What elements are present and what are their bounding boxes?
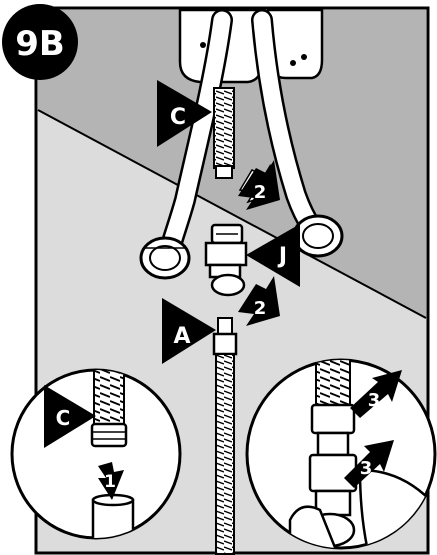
faucet-base <box>178 8 324 84</box>
arrow-3-bottom-label: 3 <box>360 458 373 479</box>
faucet-tail <box>213 87 235 179</box>
hose-nut-right <box>292 214 344 258</box>
callout-c-main: C <box>157 80 212 147</box>
callout-c-inset: C <box>44 385 96 448</box>
arrow-up-upper-label: 2 <box>254 182 267 203</box>
arrow-up-lower-label: 2 <box>254 298 267 319</box>
step-badge-label: 9B <box>15 24 65 64</box>
callout-j-label: J <box>277 244 287 269</box>
callout-c-main-label: C <box>170 105 186 130</box>
faucet-line-long <box>212 317 238 555</box>
callout-j: J <box>246 224 300 287</box>
supply-hose-left <box>139 9 233 280</box>
callout-c-inset-label: C <box>56 406 71 430</box>
adapter-fitting <box>204 223 248 297</box>
callout-a: A <box>162 298 216 364</box>
arrow-3-bottom: 3 <box>344 440 394 488</box>
arrow-down-inset-label: 1 <box>104 472 116 492</box>
inset-right <box>245 358 437 550</box>
arrow-3-top: 3 <box>350 370 402 418</box>
arrow-up-upper: 2 <box>238 160 280 210</box>
callout-a-label: A <box>173 324 190 349</box>
arrow-down-inset: 1 <box>98 462 124 500</box>
hose-nut-left <box>139 236 191 280</box>
arrow-up-lower: 2 <box>238 276 280 326</box>
step-badge: 9B <box>2 4 78 80</box>
arrow-3-top-label: 3 <box>368 390 381 411</box>
